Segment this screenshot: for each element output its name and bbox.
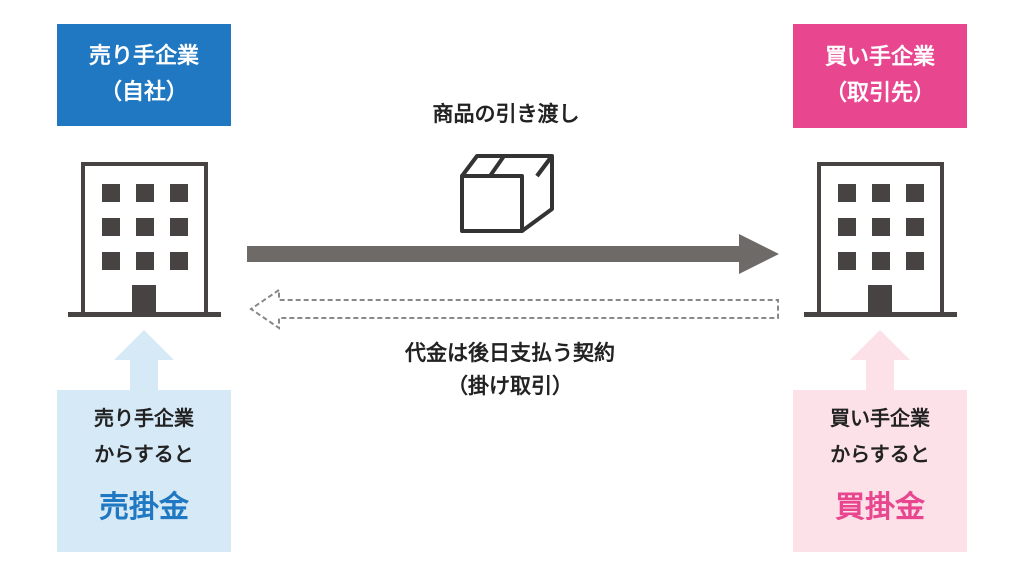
payment-line1: 代金は後日支払う契約: [405, 341, 615, 365]
seller-title-line2: （自社）: [99, 80, 188, 105]
seller-up-arrow: [114, 330, 174, 392]
buyer-title-line1: 買い手企業: [824, 45, 935, 70]
seller-note-line2: からすると: [94, 442, 194, 466]
payment-arrow: [249, 288, 779, 330]
goods-arrow: [247, 234, 779, 274]
buyer-building-icon: [804, 162, 957, 317]
goods-transfer-label: 商品の引き渡し: [432, 102, 580, 126]
buyer-note-line2: からすると: [830, 442, 930, 466]
payment-terms-label: 代金は後日支払う契約 （掛け取引）: [330, 337, 690, 403]
buyer-title-box: 買い手企業 （取引先）: [793, 24, 967, 128]
seller-note-line1: 売り手企業: [94, 406, 194, 430]
seller-term-accounts-receivable: 売掛金: [99, 490, 189, 525]
seller-title-box: 売り手企業 （自社）: [57, 24, 231, 126]
buyer-title-line2: （取引先）: [824, 81, 935, 106]
buyer-note-line1: 買い手企業: [830, 406, 930, 430]
buyer-up-arrow: [850, 330, 910, 392]
seller-perspective-box: 売り手企業 からすると 売掛金: [57, 390, 231, 552]
payment-line2: （掛け取引）: [447, 374, 573, 398]
buyer-term-accounts-payable: 買掛金: [835, 490, 925, 525]
seller-title-line1: 売り手企業: [88, 44, 199, 69]
buyer-perspective-box: 買い手企業 からすると 買掛金: [793, 390, 967, 552]
package-icon: [460, 154, 554, 233]
seller-building-icon: [68, 162, 221, 317]
